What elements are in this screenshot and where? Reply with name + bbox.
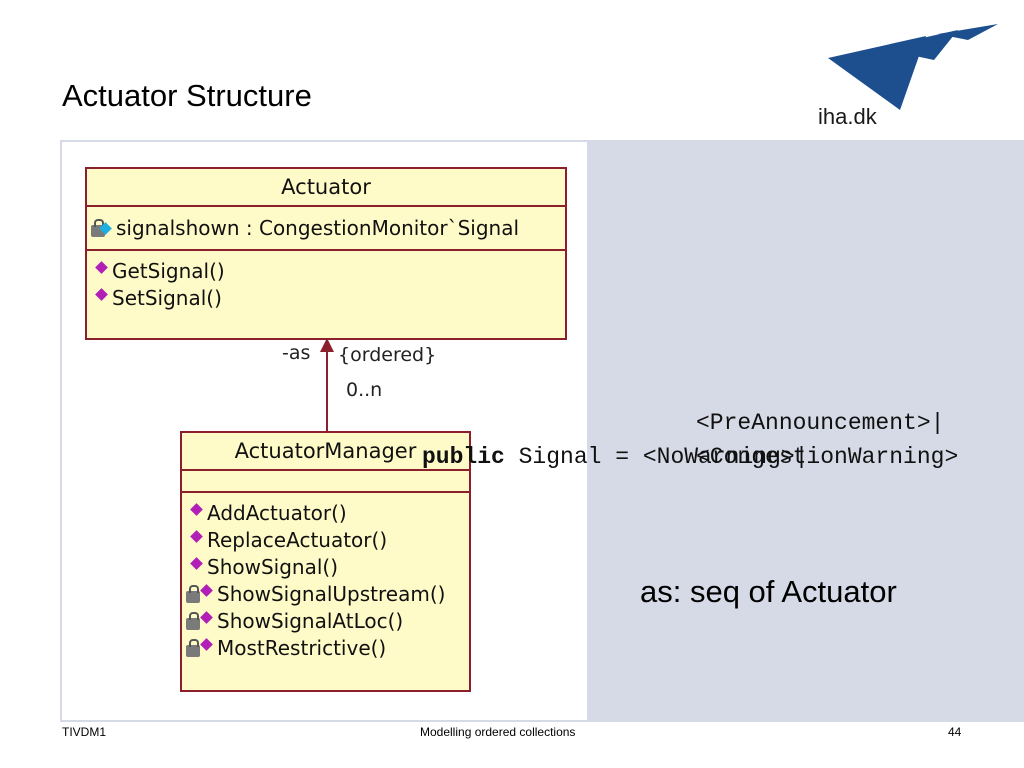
operation-label: ShowSignalAtLoc() <box>217 608 404 633</box>
actuator-class-name: Actuator <box>87 169 565 207</box>
operation-icon <box>95 288 108 301</box>
actuator-class: Actuator signalshown : CongestionMonitor… <box>85 167 567 340</box>
operation-label: GetSignal() <box>112 258 225 283</box>
lock-icon <box>186 611 200 630</box>
operation-icon <box>200 584 213 597</box>
association-line <box>326 350 328 432</box>
note-text: as: seq of Actuator <box>640 574 897 609</box>
association-role: -as <box>282 342 311 364</box>
operation-icon <box>190 557 203 570</box>
code-block: public Signal = <NoWarning>| <box>422 372 808 508</box>
operation-row: ShowSignal() <box>186 553 465 580</box>
operation-label: MostRestrictive() <box>217 635 387 660</box>
footer-page-number: 44 <box>948 725 962 739</box>
operation-label: SetSignal() <box>112 285 222 310</box>
operation-label: ReplaceActuator() <box>207 527 388 552</box>
actuator-attribute-row: signalshown : CongestionMonitor`Signal <box>87 207 565 251</box>
slide-title: Actuator Structure <box>62 78 312 113</box>
operation-row: SetSignal() <box>91 284 561 311</box>
code-line-1-rest: Signal = <NoWarning>| <box>504 444 809 470</box>
operation-row: ReplaceActuator() <box>186 526 465 553</box>
logo-text: iha.dk <box>818 104 877 129</box>
lock-icon <box>186 584 200 603</box>
operation-icon <box>190 530 203 543</box>
empty-attributes <box>182 471 469 493</box>
actuator-operations: GetSignal() SetSignal() <box>87 251 565 317</box>
operation-icon <box>190 503 203 516</box>
code-keyword: public <box>422 444 505 470</box>
lock-icon <box>186 638 200 657</box>
actuator-manager-class: ActuatorManager AddActuator() ReplaceAct… <box>180 431 471 692</box>
association-arrowhead <box>320 338 334 352</box>
code-line-3: <CongestionWarning> <box>696 444 959 470</box>
association-multiplicity: 0..n <box>346 379 383 401</box>
operation-row: ShowSignalAtLoc() <box>186 607 465 634</box>
manager-operations: AddActuator() ReplaceActuator() ShowSign… <box>182 493 469 667</box>
operation-label: ShowSignal() <box>207 554 339 579</box>
operation-label: AddActuator() <box>207 500 347 525</box>
logo-icon <box>828 24 998 110</box>
code-line-2: <PreAnnouncement>| <box>696 410 945 436</box>
operation-icon <box>200 638 213 651</box>
actuator-manager-class-name: ActuatorManager <box>182 433 469 471</box>
footer-center: Modelling ordered collections <box>420 725 576 739</box>
actuator-attribute: signalshown : CongestionMonitor`Signal <box>116 216 520 240</box>
operation-label: ShowSignalUpstream() <box>217 581 446 606</box>
operation-icon <box>95 261 108 274</box>
association-constraint: {ordered} <box>338 344 437 366</box>
operation-row: AddActuator() <box>186 499 465 526</box>
operation-row: MostRestrictive() <box>186 634 465 661</box>
operation-icon <box>200 611 213 624</box>
operation-row: GetSignal() <box>91 257 561 284</box>
footer-left: TIVDM1 <box>62 725 107 739</box>
operation-row: ShowSignalUpstream() <box>186 580 465 607</box>
code-line-1: public Signal = <NoWarning>| <box>422 440 808 474</box>
